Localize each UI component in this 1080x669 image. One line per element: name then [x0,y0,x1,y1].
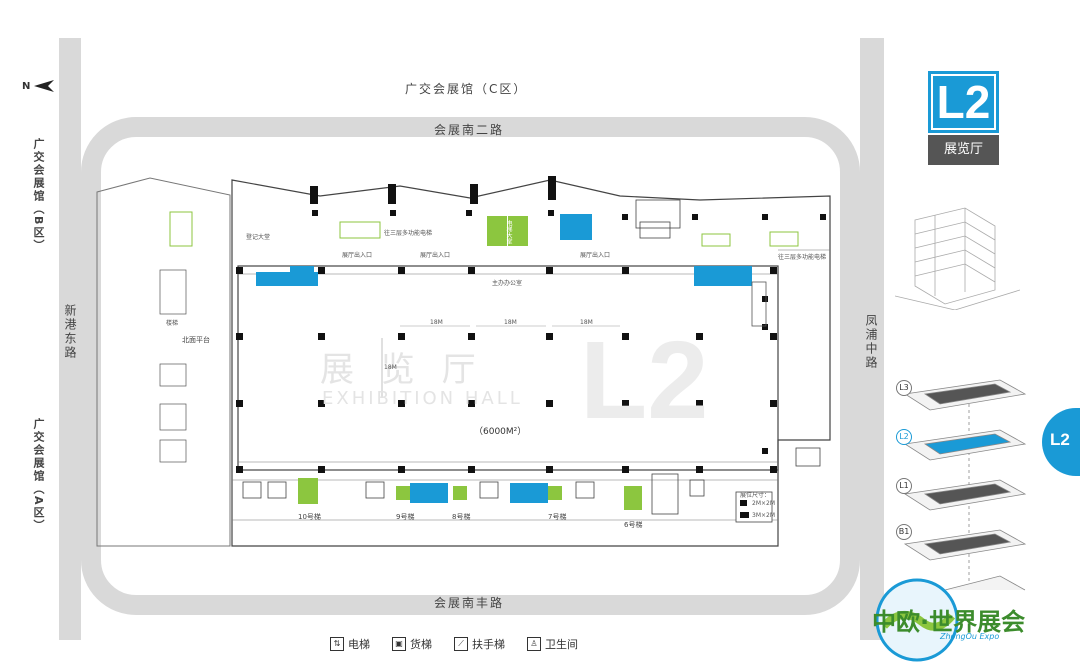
compass-label: N [22,80,31,92]
legend-item-freight: ▣ 货梯 [392,636,432,652]
legend-label: 卫生间 [545,638,578,651]
level-tag-b1[interactable]: B1 [896,524,912,540]
north-elevator-lobby [487,216,507,246]
north-platform-label: 北面平台 [182,336,210,344]
hall-watermark-cn: 展 览 厅 [320,350,484,390]
booth-2x2-swatch [740,500,747,506]
legend-item-escalator: ⟋ 扶手梯 [454,636,505,652]
booth-legend-a: 2M×2M [752,500,776,507]
lobby-label: 登记大堂 [246,234,271,241]
west-building-a-label: 广交会展馆（A区） [32,418,45,533]
dim-height: 18M [384,364,397,371]
west-road [59,38,81,640]
escalator-icon: ⟋ [454,637,468,651]
expo-logo: 中欧·世界展会 ZhongOu Expo [872,576,1072,664]
escalator-label-1: 往三层多功能电梯 [384,230,433,237]
legend-label: 电梯 [348,638,370,651]
dim-span-1: 18M [430,319,443,326]
restrooms [256,214,752,503]
north-escalators [310,176,556,204]
entrance-label-1: 展厅出入口 [342,252,373,259]
logo-text-cn: 中欧·世界展会 [872,608,1026,636]
globe-logo-icon [875,578,959,662]
booth-legend-title: 展位尺寸： [740,492,771,499]
legend-label: 扶手梯 [472,638,505,651]
booth-3x2-swatch [740,512,749,518]
legend-item-restroom: ♙ 卫生间 [527,636,578,652]
west-road-label: 新港东路 [63,304,77,360]
columns [236,210,826,473]
legend-label: 货梯 [410,638,432,651]
map-legend: ⇅ 电梯 ▣ 货梯 ⟋ 扶手梯 ♙ 卫生间 [330,636,578,652]
south-elevators [298,478,642,510]
north-arrow-icon [34,80,55,92]
west-annex-outline [96,177,231,547]
restroom-icon: ♙ [527,637,541,651]
main-elevator-lobby-label: 电梯大堂 [505,220,512,244]
level-tag-l3[interactable]: L3 [896,380,912,396]
active-level-tab-label: L2 [1050,430,1070,449]
elevator-icon: ⇅ [330,637,344,651]
elevator-8-label: 8号梯 [452,513,471,521]
office-label: 主办办公室 [492,280,523,287]
hall-area: （6000M²） [474,427,527,437]
booth-legend-b: 3M×2M [752,512,776,519]
level-name: 展览厅 [928,135,999,165]
east-stair [751,281,767,327]
level-tag-l1[interactable]: L1 [896,478,912,494]
top-building-label: 广交会展馆（C区） [405,82,528,96]
logo-text-en: ZhongOu Expo [940,632,1000,641]
south-road-label: 会展南丰路 [434,596,505,610]
compass: N [22,80,55,92]
freight-elevator-icon: ▣ [392,637,406,651]
level-tag-l2[interactable]: L2 [896,429,912,445]
building-sketch-icon [895,207,1020,310]
escalator-label-2: 往三层多功能电梯 [778,254,827,261]
hall-watermark-en: EXHIBITION HALL [322,388,523,409]
elevator-6-label: 6号梯 [624,521,643,529]
level-badge: L2 [928,71,999,133]
east-road [860,38,884,640]
west-annex-booths [159,269,187,463]
hall-watermark-code: L2 [580,319,708,442]
hall-dimensions [381,325,620,398]
elevator-7-label: 7号梯 [548,513,567,521]
north-road-label: 会展南二路 [434,123,505,137]
building-outline [231,179,831,547]
east-road-label: 凤浦中路 [864,314,878,370]
dim-span-3: 18M [580,319,593,326]
entrance-label-2: 展厅出入口 [420,252,451,259]
stair-label: 楼梯 [166,320,179,327]
elevator-9-label: 9号梯 [396,513,415,521]
dim-span-2: 18M [504,319,517,326]
level-stack [903,379,1027,591]
entrance-label-3: 展厅出入口 [580,252,611,259]
elevator-10-label: 10号梯 [298,513,321,521]
hall-outline [237,265,779,471]
legend-item-elevator: ⇅ 电梯 [330,636,370,652]
ring-road [81,117,860,615]
west-building-b-label: 广交会展馆（B区） [32,138,45,253]
north-green-areas [169,211,799,247]
